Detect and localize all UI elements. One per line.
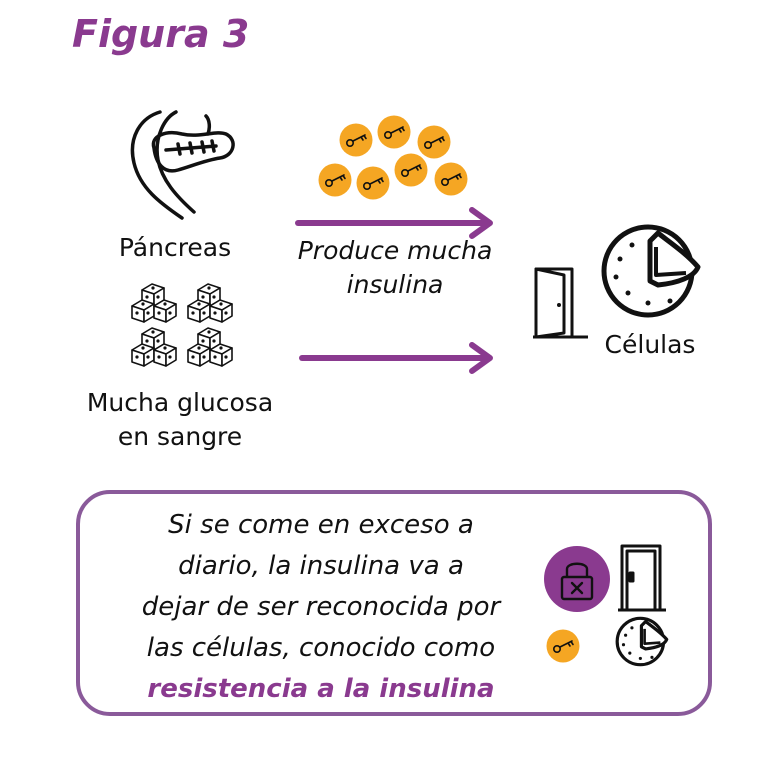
note-line: las células, conocido como xyxy=(146,633,496,663)
resistance-note-text: Si se come en exceso a diario, la insuli… xyxy=(116,505,526,710)
note-line: Si se come en exceso a xyxy=(168,510,474,540)
lock-icon xyxy=(544,546,610,612)
door-closed-icon xyxy=(618,544,666,612)
pancreas-label: Páncreas xyxy=(118,233,232,262)
cell-icon xyxy=(601,224,701,318)
insulin-key-icon xyxy=(416,124,452,160)
produce-label-line2: insulina xyxy=(346,270,444,299)
insulin-key-icon xyxy=(338,122,374,158)
insulin-key-icon xyxy=(546,629,580,663)
insulin-key-icon xyxy=(433,161,469,197)
insulin-key-icon xyxy=(376,114,412,150)
insulin-key-icon xyxy=(355,165,391,201)
note-line: dejar de ser reconocida por xyxy=(141,592,501,622)
arrow-bottom-icon xyxy=(299,342,493,374)
door-icon xyxy=(533,267,588,339)
note-line: diario, la insulina va a xyxy=(178,551,464,581)
resistance-highlight: resistencia a la insulina xyxy=(147,674,495,704)
insulin-key-icon xyxy=(317,162,353,198)
sugar-cubes-icon xyxy=(131,283,233,367)
glucose-label-line2: en sangre xyxy=(117,422,243,451)
insulin-keys-cluster xyxy=(317,114,469,201)
produce-label-line1: Produce mucha xyxy=(297,236,493,265)
cell-small-icon xyxy=(615,616,669,667)
arrow-top-icon xyxy=(295,207,493,239)
figure-title: Figura 3 xyxy=(72,12,250,56)
glucose-label-line1: Mucha glucosa xyxy=(86,388,274,417)
cells-label: Células xyxy=(604,330,696,359)
resistance-note-box xyxy=(76,490,712,716)
insulin-key-icon xyxy=(393,152,429,188)
pancreas-icon xyxy=(130,110,235,220)
